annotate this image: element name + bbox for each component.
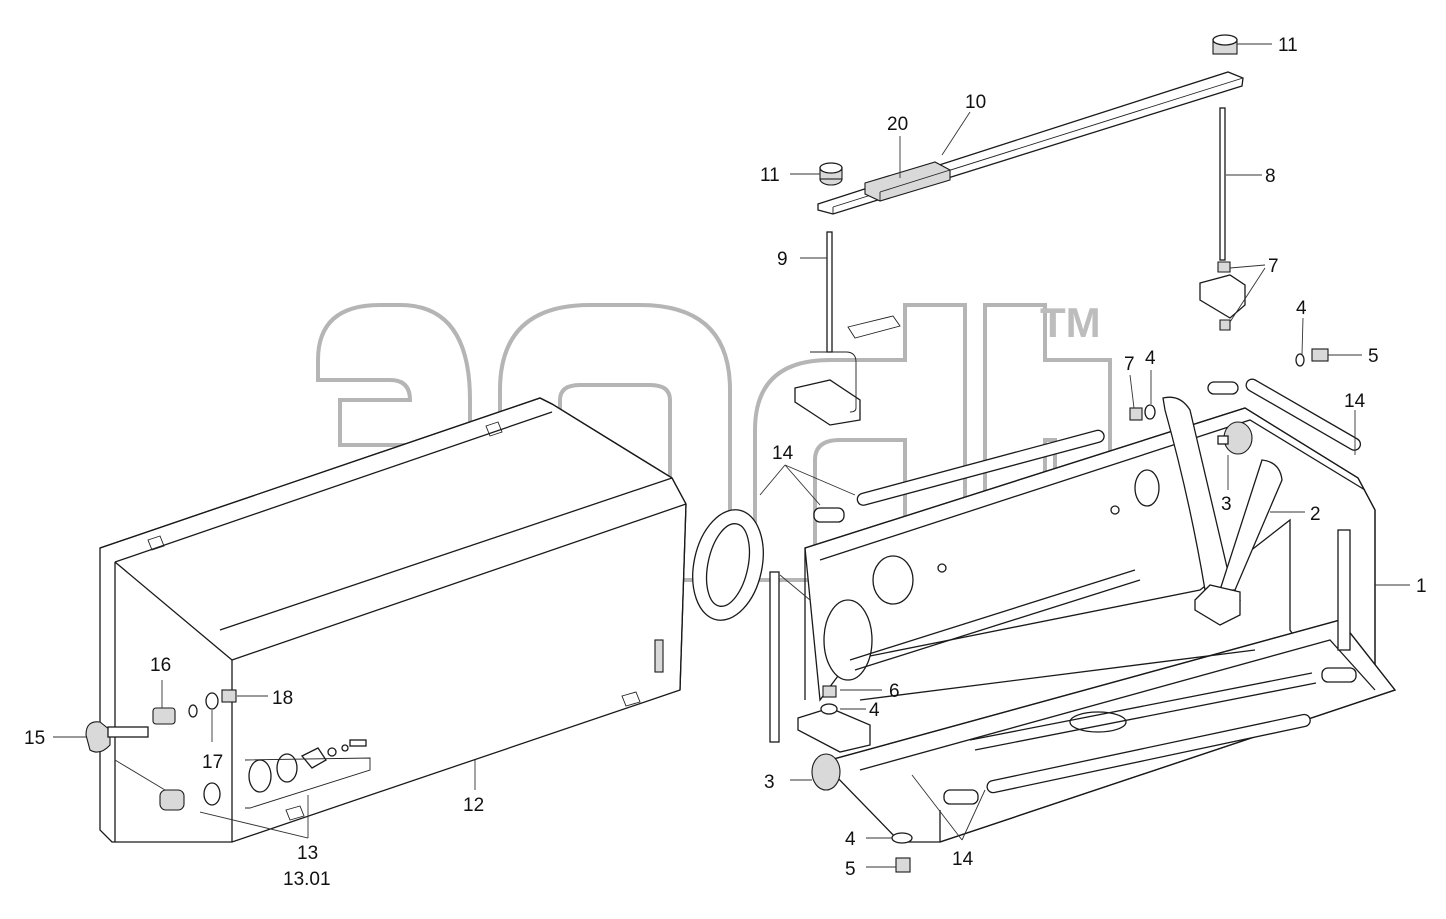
- clamp-bar-assembly: [817, 34, 1246, 353]
- callout-1: 1: [1416, 576, 1427, 597]
- callout-10: 10: [965, 92, 986, 113]
- callout-3-left: 3: [764, 772, 775, 793]
- callout-14-right: 14: [1344, 391, 1366, 412]
- callout-7-top: 7: [1268, 256, 1279, 277]
- callout-3-right: 3: [1221, 494, 1232, 515]
- callout-18: 18: [272, 688, 293, 709]
- callout-16: 16: [150, 655, 171, 676]
- battery-box-1: [794, 315, 1397, 843]
- spacers-14: [692, 348, 1362, 873]
- callout-4-mid: 4: [1145, 348, 1156, 369]
- callout-17: 17: [202, 752, 223, 773]
- callout-4-bottom: 4: [845, 829, 856, 850]
- callout-11-left: 11: [760, 165, 780, 186]
- battery-cover-12: [99, 397, 687, 843]
- trademark-mark: TM: [1040, 299, 1101, 346]
- callout-13-01: 13.01: [283, 869, 331, 890]
- callout-2: 2: [1310, 504, 1321, 525]
- callout-11-top: 11: [1278, 35, 1298, 56]
- callout-4-right: 4: [1296, 298, 1307, 319]
- callout-14-bottom: 14: [952, 849, 974, 870]
- callout-12: 12: [463, 795, 484, 816]
- callout-4-lower: 4: [869, 700, 880, 721]
- terminal-parts: [85, 689, 371, 811]
- callout-15: 15: [24, 728, 45, 749]
- callout-13: 13: [297, 843, 318, 864]
- callout-9: 9: [777, 249, 788, 270]
- callout-5-right: 5: [1368, 346, 1379, 367]
- leader-lines: [53, 43, 1410, 868]
- callout-8: 8: [1265, 166, 1276, 187]
- callout-7-mid: 7: [1124, 354, 1135, 375]
- callout-14-left: 14: [772, 443, 794, 464]
- callout-6: 6: [889, 681, 900, 702]
- callout-20: 20: [887, 114, 908, 135]
- callout-5-bottom: 5: [845, 859, 856, 880]
- callout-labels: 11 10 20 11 8 9 7 4 5 7 4 14 3 2 1 14 6 …: [24, 35, 1427, 890]
